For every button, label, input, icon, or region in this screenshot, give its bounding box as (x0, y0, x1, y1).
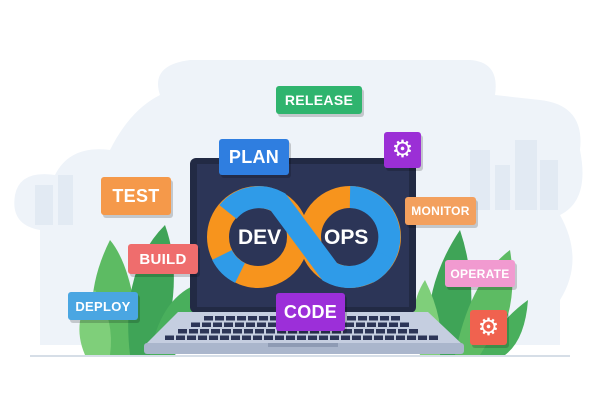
keyboard-key (224, 322, 233, 327)
keyboard-key (391, 316, 400, 321)
keyboard-key (213, 322, 222, 327)
gear-icon: ⚙ (477, 313, 500, 341)
gear-top: ⚙ (384, 132, 421, 168)
keyboard-key (376, 329, 385, 334)
keyboard-key (345, 322, 354, 327)
keyboard-key (365, 329, 374, 334)
monitor-tag: MONITOR (405, 197, 476, 225)
keyboard-key (343, 329, 352, 334)
keyboard-key (380, 316, 389, 321)
keyboard-key (266, 329, 275, 334)
keyboard-key (189, 329, 198, 334)
keyboard-key (367, 322, 376, 327)
keyboard-key (429, 335, 438, 340)
keyboard-key (215, 316, 224, 321)
gear-icon: ⚙ (391, 136, 414, 163)
test-tag: TEST (101, 177, 171, 215)
keyboard-key (242, 335, 251, 340)
keyboard-key (409, 329, 418, 334)
keyboard-key (244, 329, 253, 334)
keyboard-key (400, 322, 409, 327)
keyboard-key (352, 335, 361, 340)
keyboard-key (202, 322, 211, 327)
keyboard-key (226, 316, 235, 321)
keyboard-key (264, 335, 273, 340)
keyboard-key (369, 316, 378, 321)
keyboard-key (347, 316, 356, 321)
keyboard-key (231, 335, 240, 340)
city-silhouette (35, 140, 558, 225)
keyboard-key (363, 335, 372, 340)
keyboard-key (299, 329, 308, 334)
keyboard-key (277, 329, 286, 334)
keyboard-key (407, 335, 416, 340)
keyboard-key (387, 329, 396, 334)
keyboard-key (165, 335, 174, 340)
infinity-loop (207, 186, 401, 288)
keyboard-key (332, 329, 341, 334)
keyboard-key (297, 335, 306, 340)
keyboard-key (222, 329, 231, 334)
keyboard-key (385, 335, 394, 340)
keyboard-key (233, 329, 242, 334)
keyboard-key (319, 335, 328, 340)
keyboard-key (275, 335, 284, 340)
keyboard-key (268, 322, 277, 327)
keyboard-key (200, 329, 209, 334)
keyboard-key (321, 329, 330, 334)
keyboard-key (253, 335, 262, 340)
keyboard-key (211, 329, 220, 334)
keyboard-key (255, 329, 264, 334)
keyboard-key (398, 329, 407, 334)
keyboard-key (288, 329, 297, 334)
keyboard-key (257, 322, 266, 327)
keyboard-key (270, 316, 279, 321)
keyboard-key (187, 335, 196, 340)
gear-bottom: ⚙ (470, 310, 507, 345)
keyboard-key (246, 322, 255, 327)
keyboard-key (198, 335, 207, 340)
keyboard-key (374, 335, 383, 340)
keyboard-key (237, 316, 246, 321)
operate-tag: OPERATE (445, 260, 515, 287)
plan-tag: PLAN (219, 139, 289, 175)
keyboard-key (341, 335, 350, 340)
keyboard-key (220, 335, 229, 340)
keyboard-key (378, 322, 387, 327)
keyboard-key (235, 322, 244, 327)
keyboard-key (389, 322, 398, 327)
dev-label: DEV (238, 226, 282, 249)
ops-label: OPS (324, 226, 369, 249)
deploy-tag: DEPLOY (68, 292, 138, 320)
keyboard-key (310, 329, 319, 334)
keyboard-key (356, 322, 365, 327)
keyboard-key (178, 329, 187, 334)
keyboard-key (248, 316, 257, 321)
code-tag: CODE (276, 293, 345, 331)
keyboard-key (209, 335, 218, 340)
keyboard-key (259, 316, 268, 321)
keyboard-key (396, 335, 405, 340)
laptop-notch (268, 343, 338, 347)
keyboard-key (354, 329, 363, 334)
keyboard-key (286, 335, 295, 340)
keyboard-key (330, 335, 339, 340)
laptop-front (144, 343, 464, 354)
keyboard-key (176, 335, 185, 340)
release-tag: RELEASE (276, 86, 362, 114)
keyboard-key (204, 316, 213, 321)
keyboard-key (191, 322, 200, 327)
build-tag: BUILD (128, 244, 198, 274)
keyboard-key (308, 335, 317, 340)
keyboard-key (418, 335, 427, 340)
keyboard-key (358, 316, 367, 321)
